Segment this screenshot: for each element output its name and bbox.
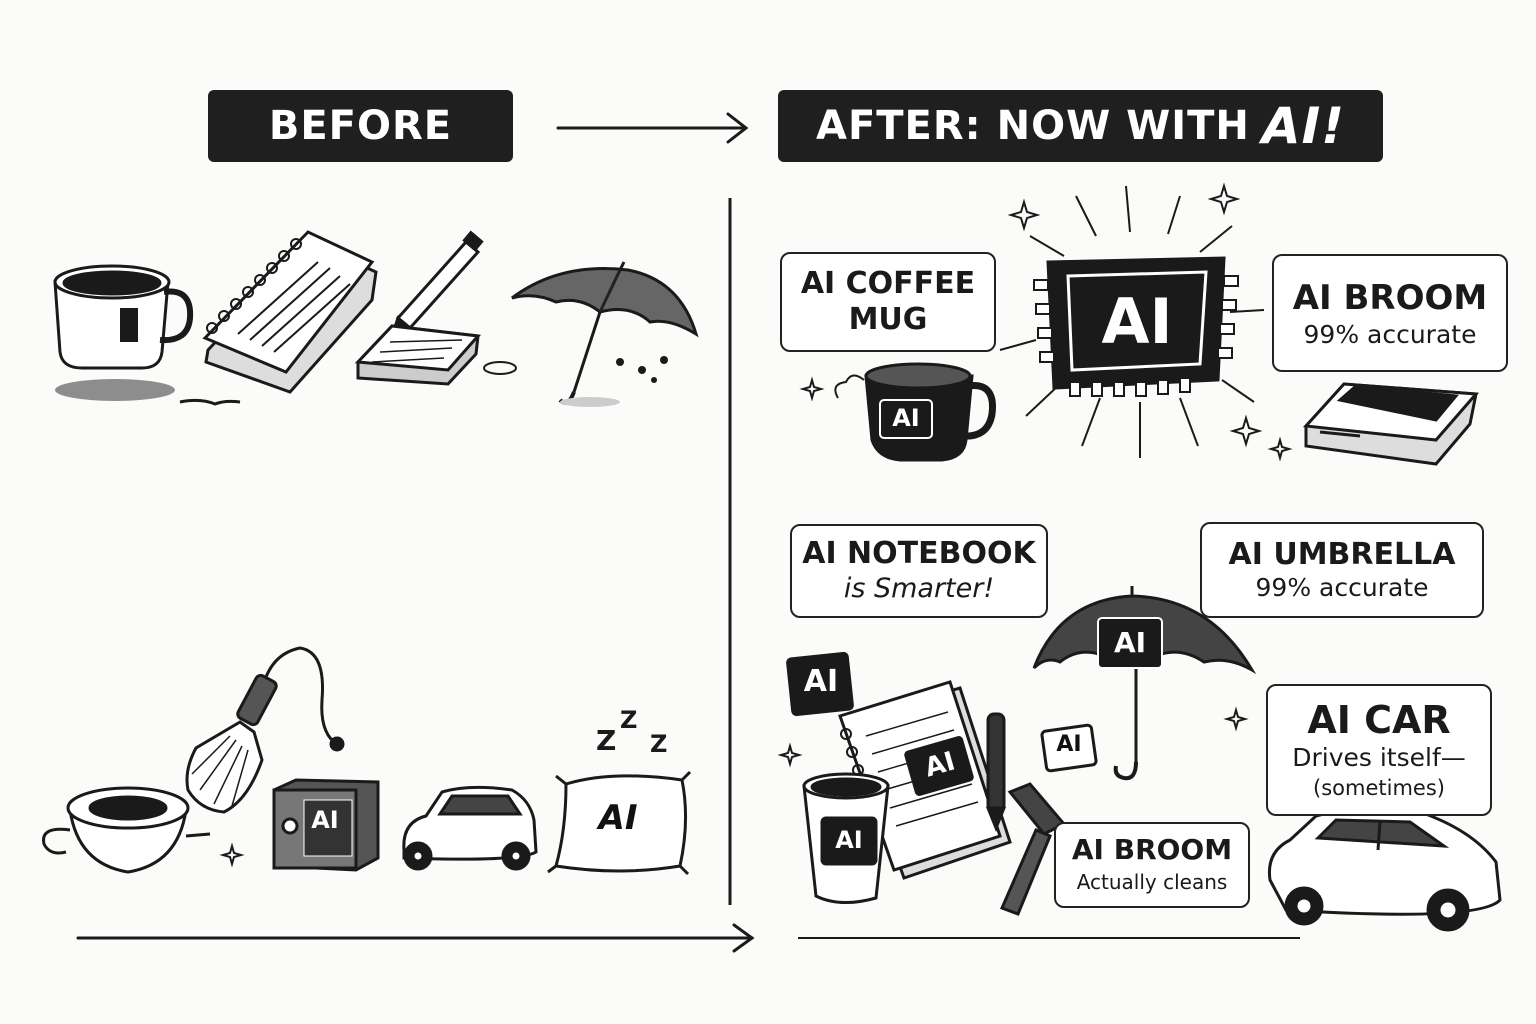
bowl-icon <box>42 786 211 874</box>
zzz-icon: Z Z Z <box>596 706 667 758</box>
chip-icon <box>1033 256 1239 397</box>
bubble-umbrella-title: AI UMBRELLA <box>1228 537 1456 572</box>
box-ai-label: AI <box>311 806 339 834</box>
sticker-ai-label-2: AI <box>1056 732 1082 757</box>
chip-ai-label: AI <box>1101 285 1173 358</box>
before-banner: BEFORE <box>208 90 513 162</box>
mug-ai-label: AI <box>892 404 920 432</box>
after-title: AFTER: NOW WITH <box>815 103 1250 149</box>
bubble-broom-top-subtitle: 99% accurate <box>1303 320 1477 349</box>
chip-rays <box>999 185 1265 458</box>
bubble-car-title: AI CAR <box>1307 698 1451 742</box>
svg-text:Z: Z <box>650 730 667 758</box>
ai-broom-icon <box>999 782 1067 916</box>
bubble-notebook-title: AI NOTEBOOK <box>802 536 1036 571</box>
car-icon <box>402 785 538 871</box>
pillow-icon <box>547 770 692 876</box>
bubble-umbrella-subtitle: 99% accurate <box>1255 573 1429 602</box>
bubble-ai-broom-top: AI BROOM 99% accurate <box>1272 254 1508 372</box>
box-icon <box>272 778 380 872</box>
cup-ai-label: AI <box>835 826 863 854</box>
bubble-ai-umbrella: AI UMBRELLA 99% accurate <box>1200 522 1484 618</box>
before-title: BEFORE <box>268 103 453 149</box>
bubble-ai-car: AI CAR Drives itself— (sometimes) <box>1266 684 1492 816</box>
ai-coffee-mug-icon <box>834 362 996 462</box>
bubble-broom-top-title: AI BROOM <box>1292 278 1488 318</box>
bubble-car-subtitle-1: Drives itself— <box>1292 743 1466 772</box>
ai-sticker-icon <box>786 651 1098 773</box>
bubble-notebook-subtitle: is Smarter! <box>843 573 995 604</box>
bubble-ai-broom-bottom: AI BROOM Actually cleans <box>1054 822 1250 908</box>
ai-pen-icon <box>985 712 1007 833</box>
ai-umbrella-icon <box>1032 586 1257 781</box>
pillow-ai-label: AI <box>598 798 638 838</box>
sticker-ai-label-1: AI <box>803 664 839 699</box>
after-title-ai: AI! <box>1261 97 1345 155</box>
svg-text:Z: Z <box>596 724 616 757</box>
bubble-ai-notebook: AI NOTEBOOK is Smarter! <box>790 524 1048 618</box>
umbrella-ai-label: AI <box>1113 626 1147 659</box>
bubble-coffee-title-1: AI COFFEE <box>800 266 976 301</box>
broom-icon <box>185 646 345 814</box>
laptop-icon <box>1302 382 1480 466</box>
ai-cup-icon <box>802 772 890 904</box>
after-banner: AFTER: NOW WITH AI! <box>778 90 1383 162</box>
umbrella-icon <box>511 261 699 407</box>
bottom-arrow-icon <box>76 923 755 953</box>
ai-car-icon <box>1267 807 1502 932</box>
bubble-coffee-title-2: MUG <box>848 302 928 337</box>
pen-icon <box>389 230 484 339</box>
bubble-ai-coffee-mug: AI COFFEE MUG <box>780 252 996 352</box>
bubble-broom-bottom-title: AI BROOM <box>1071 833 1233 866</box>
coffee-mug-icon <box>53 264 241 406</box>
top-arrow-icon <box>556 112 749 144</box>
notepad-icon <box>354 324 517 386</box>
sparkle-icon <box>219 182 1293 868</box>
bubble-broom-bottom-subtitle: Actually cleans <box>1076 870 1228 894</box>
svg-text:Z: Z <box>620 706 637 734</box>
notebook-icon <box>202 230 378 394</box>
bubble-car-subtitle-2: (sometimes) <box>1313 776 1445 800</box>
